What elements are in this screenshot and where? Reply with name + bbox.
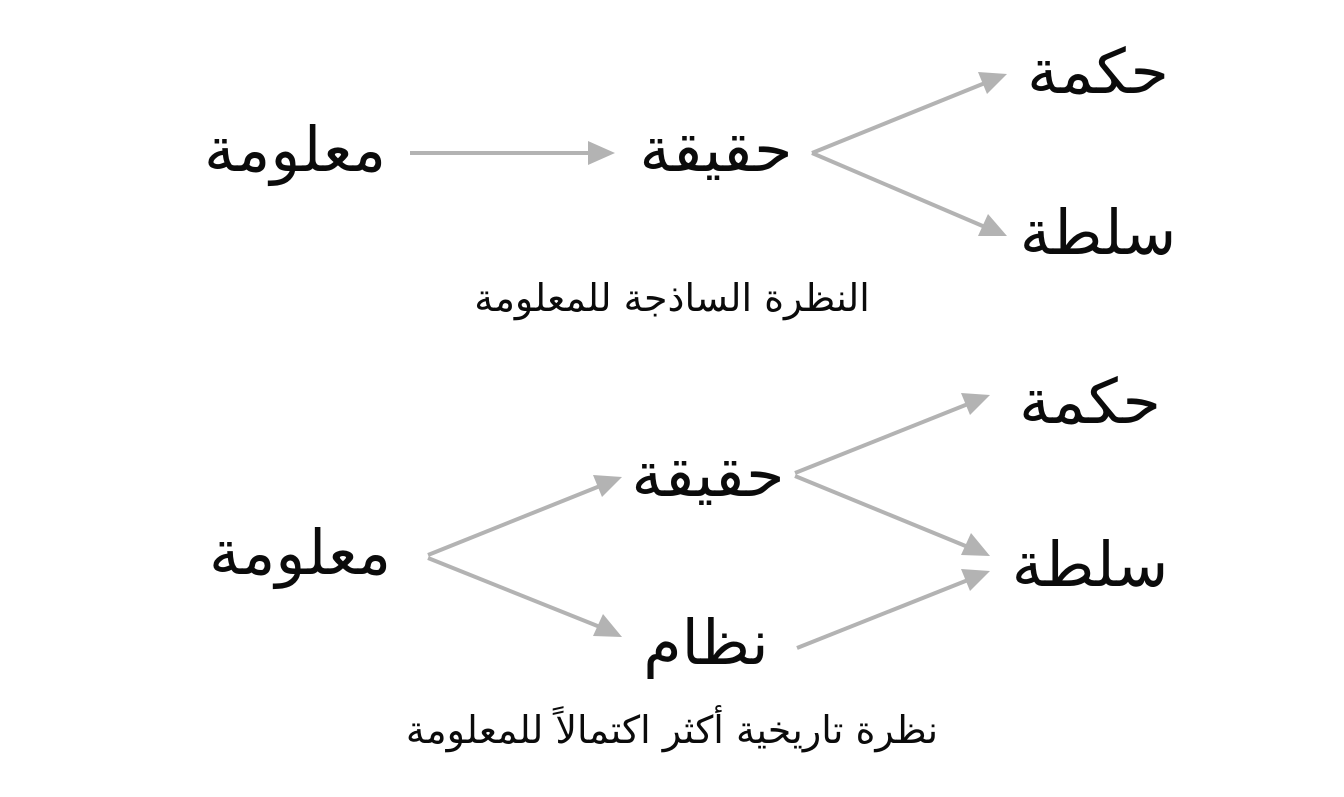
node-order: نظام	[643, 606, 769, 679]
arrow-truth-to-wisdom	[794, 393, 990, 475]
arrow-order-to-power	[796, 569, 990, 650]
node-truth: حقيقة	[639, 113, 793, 186]
node-truth: حقيقة	[631, 438, 785, 511]
node-information: معلومة	[203, 113, 387, 186]
arrow-truth-to-power	[811, 151, 1007, 236]
naive-view-arrows	[410, 72, 1007, 236]
historical-view-arrows	[427, 393, 990, 650]
node-power: سلطة	[1019, 196, 1177, 269]
node-information: معلومة	[208, 516, 392, 589]
node-power: سلطة	[1011, 528, 1169, 601]
node-wisdom: حكمة	[1019, 365, 1161, 438]
historical-view-caption: نظرة تاريخية أكثر اكتمالاً للمعلومة	[405, 708, 939, 752]
arrow-information-to-truth	[410, 141, 615, 165]
arrow-information-to-truth	[427, 475, 622, 557]
node-wisdom: حكمة	[1027, 35, 1169, 108]
naive-view-diagram: معلومة حقيقة حكمة سلطة النظرة الساذجة لل…	[0, 0, 1344, 340]
historical-view-diagram: معلومة حقيقة نظام حكمة سلطة نظرة تاريخية…	[0, 340, 1344, 797]
arrow-information-to-order	[427, 556, 622, 637]
arrow-truth-to-wisdom	[811, 72, 1007, 155]
naive-view-caption: النظرة الساذجة للمعلومة	[474, 276, 870, 320]
arrow-truth-to-power	[794, 474, 990, 556]
